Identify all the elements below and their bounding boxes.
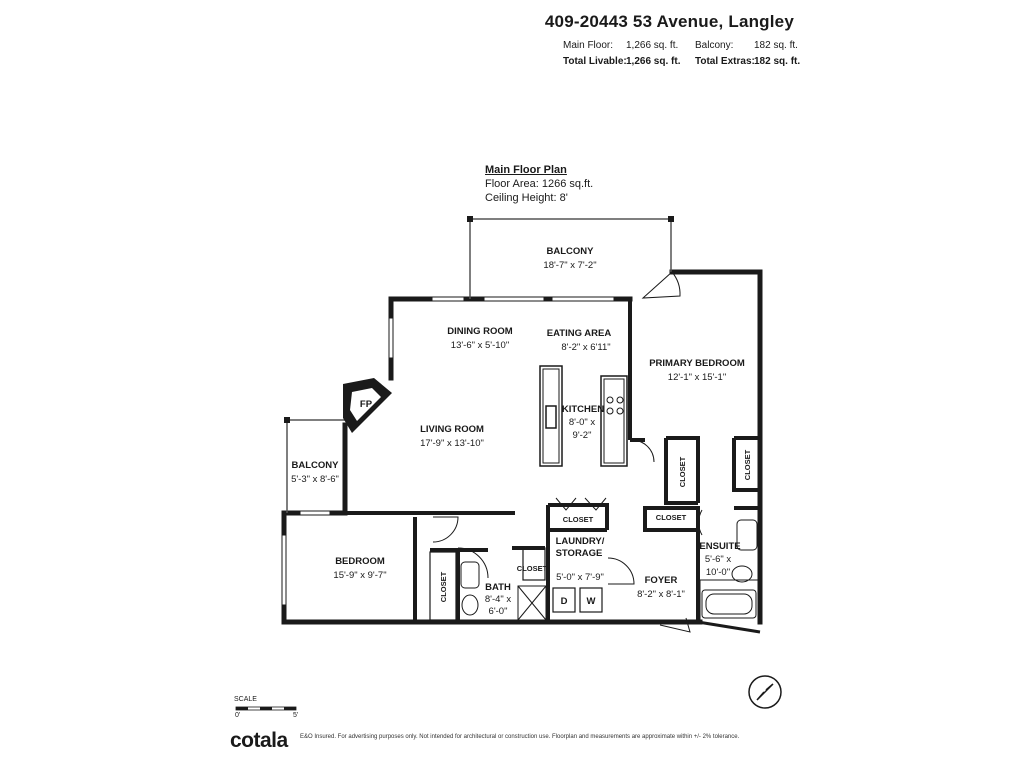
total-extras-label: Total Extras: [695, 56, 755, 67]
main-floor-value: 1,266 sq. ft. [626, 40, 679, 51]
foyer-name: FOYER [645, 575, 678, 586]
balcony-left-dims: 5'-3" x 8'-6" [291, 474, 339, 485]
kitchen-dims-1: 8'-0" x [569, 417, 596, 428]
kitchen-dims-2: 9'-2" [573, 430, 592, 441]
balcony-top-dims: 18'-7" x 7'-2" [543, 260, 596, 271]
plan-title: Main Floor Plan [485, 164, 567, 176]
living-room-dims: 17'-9" x 13'-10" [420, 438, 484, 449]
balcony-label: Balcony: [695, 40, 734, 51]
listing-address: 409-20443 53 Avenue, Langley [544, 12, 794, 31]
total-livable-label: Total Livable: [563, 56, 627, 67]
door-swings [432, 271, 703, 633]
balcony-top-name: BALCONY [547, 246, 595, 257]
ensuite-dims-1: 5'-6" x [705, 554, 732, 565]
laundry-dims: 5'-0" x 7'-9" [556, 572, 604, 583]
bedroom-dims: 15'-9" x 9'-7" [333, 570, 386, 581]
washer-label: W [587, 596, 596, 607]
stove-burners [606, 396, 624, 415]
bath-dims-1: 8'-4" x [485, 594, 512, 605]
windows [281, 296, 615, 606]
dining-room-dims: 13'-6" x 5'-10" [451, 340, 509, 351]
interior-walls [345, 299, 760, 622]
foyer-dims: 8'-2" x 8'-1" [637, 589, 685, 600]
disclaimer-text: E&O Insured. For advertising purposes on… [300, 734, 740, 740]
closet-primary-1: CLOSET [678, 456, 687, 487]
laundry-name-1: LAUNDRY/ [556, 536, 605, 547]
ensuite-dims-2: 10'-0" [706, 567, 730, 578]
primary-bedroom-dims: 12'-1" x 15'-1" [668, 372, 726, 383]
closet-laundry: CLOSET [563, 515, 594, 524]
scale-max: 5' [293, 712, 299, 719]
closet-foyer: CLOSET [656, 513, 687, 522]
closet-bedroom: CLOSET [439, 571, 448, 602]
bath-fixtures [460, 519, 758, 621]
plan-heading: Main Floor Plan Floor Area: 1266 sq.ft. … [485, 163, 593, 205]
scale-bar [235, 706, 297, 711]
bedroom-name: BEDROOM [335, 556, 385, 567]
main-floor-label: Main Floor: [563, 40, 614, 51]
scale-min: 0' [235, 712, 241, 719]
closet-primary-2: CLOSET [743, 449, 752, 480]
ensuite-name: ENSUITE [699, 541, 740, 552]
fireplace-label: FP [360, 399, 373, 410]
bath-dims-2: 6'-0" [489, 606, 508, 617]
brand-logo: cotala [230, 729, 288, 752]
total-livable-value: 1,266 sq. ft. [626, 56, 681, 67]
dryer-label: D [561, 596, 568, 607]
eating-area-name: EATING AREA [547, 328, 612, 339]
kitchen-counters [539, 365, 628, 467]
living-room-name: LIVING ROOM [420, 424, 484, 435]
closet-bath: CLOSET [517, 564, 548, 573]
balcony-posts [284, 216, 674, 423]
plan-ceiling-height: Ceiling Height: 8' [485, 192, 568, 204]
plan-floor-area: Floor Area: 1266 sq.ft. [485, 178, 594, 190]
dining-room-name: DINING ROOM [447, 326, 513, 337]
primary-bedroom-name: PRIMARY BEDROOM [649, 358, 745, 369]
balcony-value: 182 sq. ft. [754, 40, 798, 51]
compass-icon [748, 675, 782, 709]
washer-dryer [552, 587, 603, 613]
bath-name: BATH [485, 582, 511, 593]
balcony-left-name: BALCONY [292, 460, 340, 471]
eating-area-dims: 8'-2" x 6'11" [561, 342, 610, 353]
kitchen-name: KITCHEN [562, 404, 604, 415]
scale-label: SCALE [234, 696, 257, 703]
laundry-name-2: STORAGE [556, 548, 603, 559]
total-extras-value: 182 sq. ft. [754, 56, 801, 67]
